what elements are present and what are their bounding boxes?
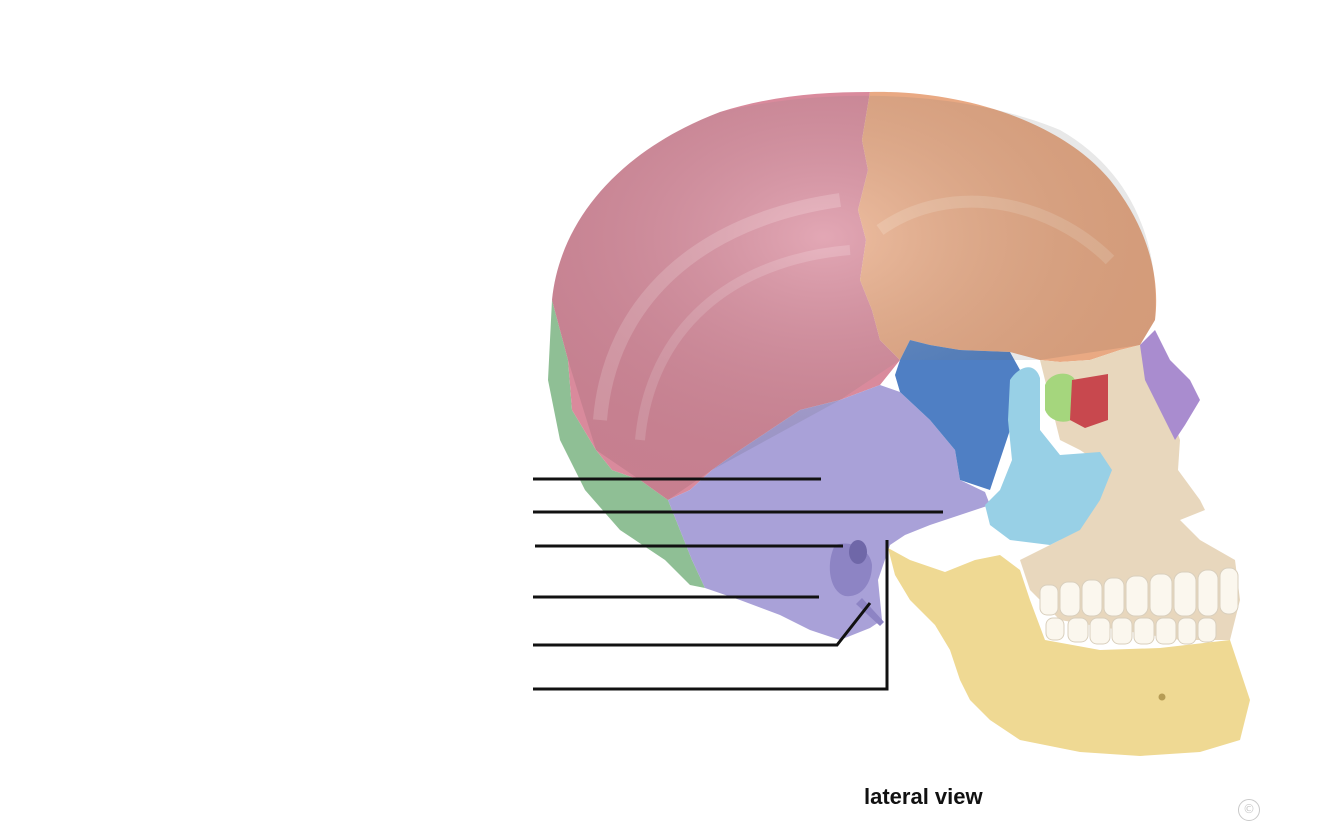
sphenoid-bone (895, 340, 1020, 490)
leader-line-6 (533, 540, 889, 691)
nasal-bone (1140, 330, 1200, 440)
mandible-bone (888, 548, 1250, 756)
styloid-process (856, 598, 884, 626)
skull-shading (552, 95, 1156, 500)
figure-caption: lateral view (864, 784, 983, 809)
copyright-icon: © (1238, 799, 1260, 821)
ear-canal (849, 540, 867, 564)
zygomatic-bone (985, 367, 1112, 545)
lacrimal-bone (1045, 373, 1075, 422)
teeth (1039, 567, 1239, 645)
occipital-bone (548, 300, 705, 588)
leader-lines (533, 477, 943, 691)
leader-line-5 (533, 602, 872, 647)
mental-foramen (1158, 693, 1166, 701)
ethmoid-bone (1070, 374, 1108, 428)
